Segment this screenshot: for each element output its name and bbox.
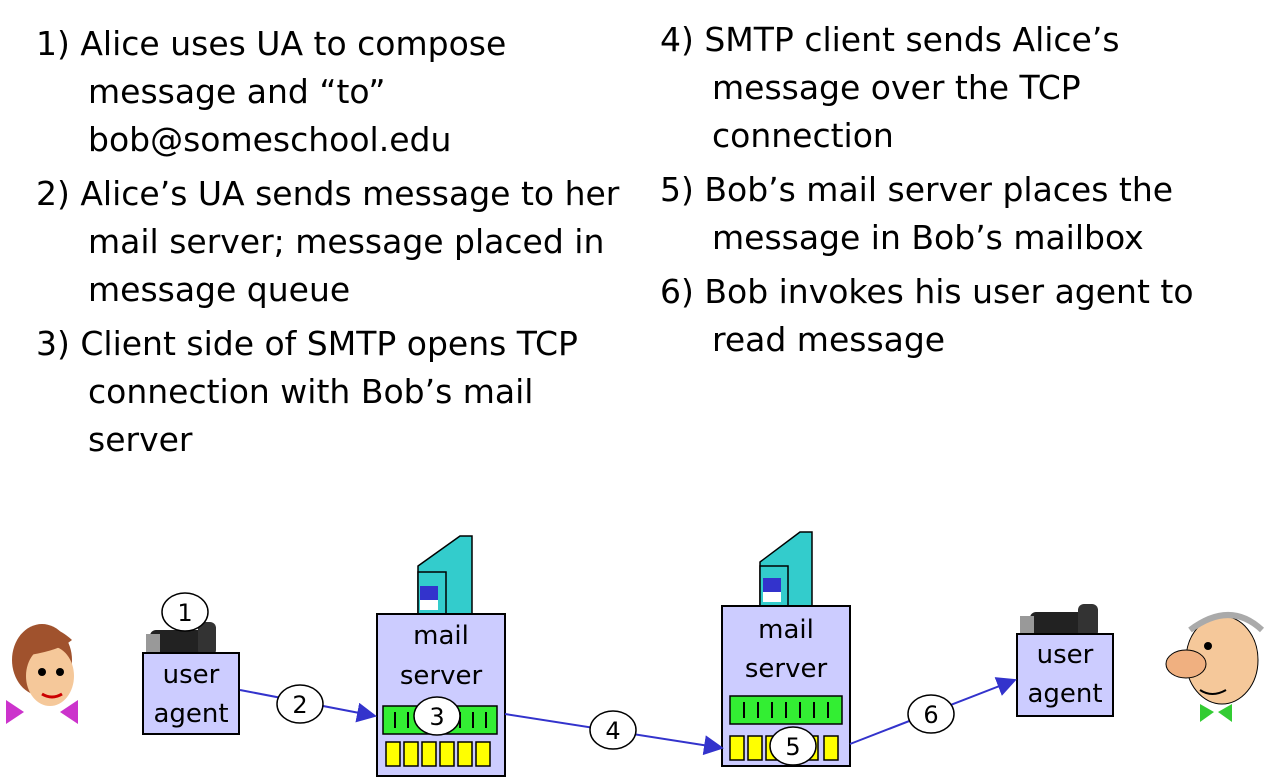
bob-server-label-2: server bbox=[745, 654, 828, 684]
svg-text:2: 2 bbox=[292, 691, 307, 719]
marker-2: 2 bbox=[276, 684, 324, 724]
svg-text:3: 3 bbox=[429, 703, 444, 731]
bob-ua-label-2: agent bbox=[1027, 679, 1102, 709]
bob-server-label-1: mail bbox=[758, 615, 814, 645]
step-2: 2) Alice’s UA sends message to her mail … bbox=[36, 174, 620, 309]
steps-left-list: 1) Alice uses UA to compose message and … bbox=[36, 20, 626, 470]
step-4: 4) SMTP client sends Alice’s message ove… bbox=[660, 20, 1120, 155]
svg-text:4: 4 bbox=[605, 717, 620, 745]
svg-text:6: 6 bbox=[923, 701, 938, 729]
alice-mail-server: mail server bbox=[376, 535, 506, 777]
step-5: 5) Bob’s mail server places the message … bbox=[660, 170, 1174, 257]
bob-avatar-icon bbox=[1165, 612, 1265, 722]
svg-text:5: 5 bbox=[785, 733, 800, 761]
svg-text:1: 1 bbox=[177, 599, 192, 627]
alice-ua-label-2: agent bbox=[153, 699, 228, 729]
alice-ua-label-1: user bbox=[163, 660, 220, 690]
step-markers: 1 2 3 4 5 6 bbox=[161, 592, 955, 766]
step-3: 3) Client side of SMTP opens TCP connect… bbox=[36, 324, 578, 459]
marker-3: 3 bbox=[413, 696, 461, 736]
alice-user-agent: user agent bbox=[142, 622, 240, 735]
bob-ua-label-1: user bbox=[1037, 640, 1094, 670]
marker-1: 1 bbox=[161, 592, 209, 632]
steps-right-list: 4) SMTP client sends Alice’s message ove… bbox=[660, 16, 1260, 370]
marker-5: 5 bbox=[769, 726, 817, 766]
step-6: 6) Bob invokes his user agent to read me… bbox=[660, 272, 1194, 359]
step-1: 1) Alice uses UA to compose message and … bbox=[36, 24, 507, 159]
marker-6: 6 bbox=[907, 694, 955, 734]
alice-server-label-2: server bbox=[400, 661, 483, 691]
alice-mailboxes bbox=[385, 741, 491, 767]
marker-4: 4 bbox=[589, 710, 637, 750]
bob-user-agent: user agent bbox=[1016, 604, 1114, 717]
alice-avatar-icon bbox=[6, 624, 78, 724]
alice-server-label-1: mail bbox=[413, 621, 469, 651]
